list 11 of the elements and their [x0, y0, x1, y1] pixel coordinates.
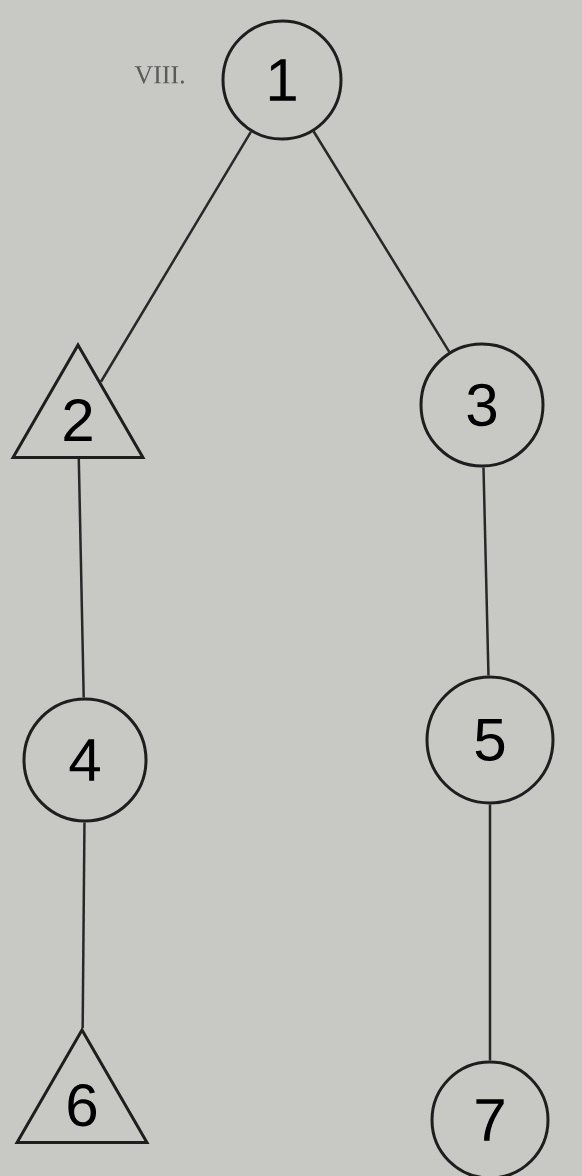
- circle-node: 1: [221, 19, 343, 141]
- circle-node: 5: [425, 675, 555, 805]
- circle-node: 4: [22, 697, 148, 823]
- connector-line: [312, 130, 451, 353]
- connector-line: [81, 822, 86, 1029]
- connector-line: [99, 131, 252, 383]
- connector-line: [488, 804, 492, 1061]
- connector-line: [482, 467, 490, 676]
- figure-number: VIII.: [134, 66, 184, 84]
- circle-node: 3: [419, 342, 545, 468]
- connector-line: [77, 459, 85, 698]
